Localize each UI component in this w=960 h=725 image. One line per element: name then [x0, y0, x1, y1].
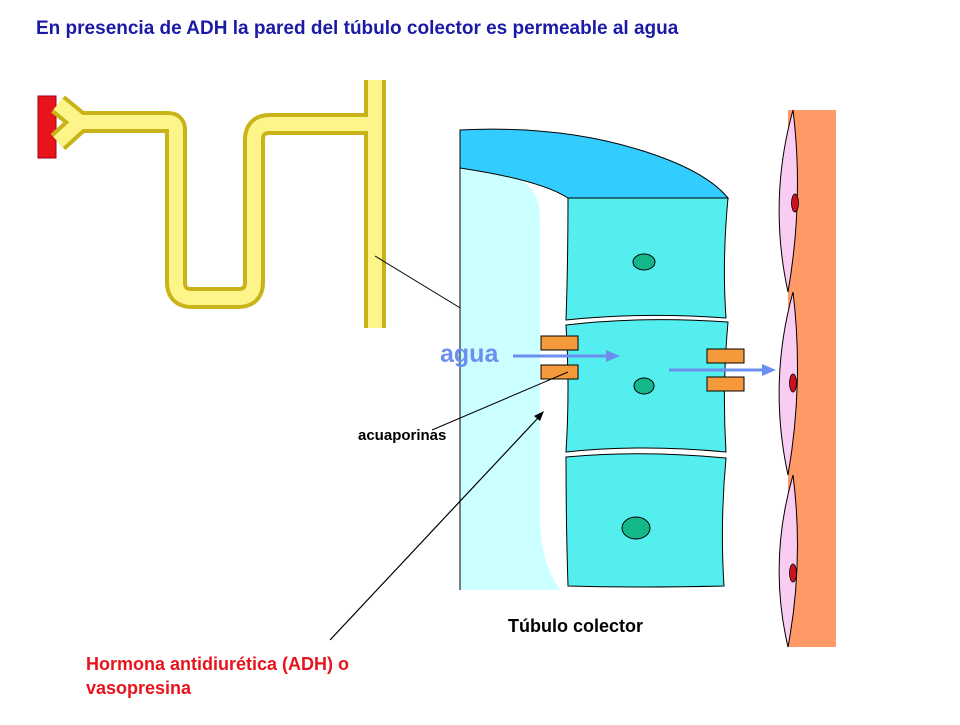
aquaporin: [540, 335, 579, 351]
hormone-label: Hormona antidiurética (ADH) o vasopresin…: [86, 654, 350, 698]
endothelial-cell: [778, 291, 798, 476]
aquaporins-label: acuaporinas: [358, 427, 447, 444]
aquaporin: [706, 376, 745, 392]
cell-nucleus: [621, 516, 651, 540]
water-arrow: [669, 364, 776, 376]
aquaporin: [540, 364, 579, 380]
water-arrow: [513, 350, 620, 362]
aquaporin: [706, 348, 745, 364]
hormone-arrow: [329, 411, 544, 641]
endothelial-nucleus: [789, 373, 797, 393]
lumen-dark: [459, 128, 730, 199]
nephron-tubule: [50, 80, 386, 328]
aquaporin-pointer: [431, 371, 569, 431]
collecting-tubule-label: Túbulo colector: [508, 616, 643, 636]
endothelial-cell: [778, 474, 798, 648]
blood-vessel: [37, 95, 57, 159]
endothelial-nucleus: [789, 563, 797, 583]
cell-nucleus: [633, 377, 655, 395]
endothelial-nucleus: [791, 193, 799, 213]
cell-nucleus: [632, 253, 656, 271]
slide-title: En presencia de ADH la pared del túbulo …: [36, 18, 679, 39]
endothelial-cell: [778, 109, 798, 293]
water-label: agua: [440, 340, 499, 368]
